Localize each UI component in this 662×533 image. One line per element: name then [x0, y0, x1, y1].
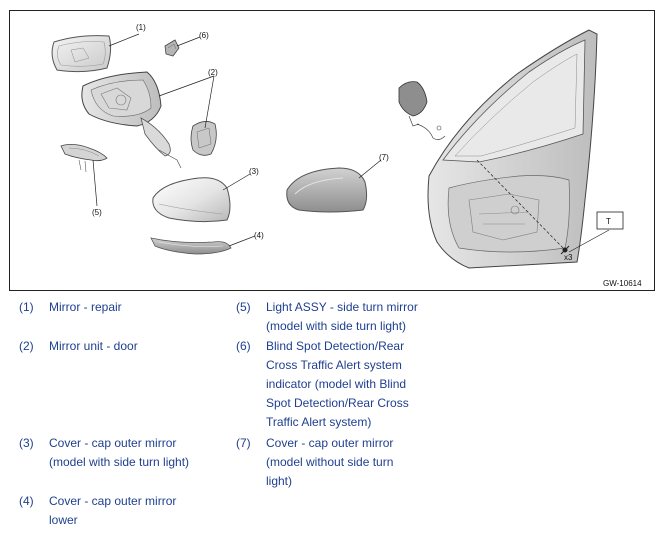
- legend-number: (2): [19, 339, 34, 353]
- cap-cover-with-light-part: [152, 177, 231, 223]
- fastener-label: T: [606, 217, 611, 226]
- callout-4: (4): [254, 231, 264, 240]
- mirror-unit-part: [81, 71, 217, 169]
- legend-number: (4): [19, 494, 34, 508]
- legend-line: Cover - cap outer mirror: [49, 436, 177, 450]
- legend-line: Light ASSY - side turn mirror: [266, 300, 418, 314]
- door-bolt: [560, 245, 570, 255]
- legend-line: Blind Spot Detection/Rear: [266, 339, 405, 353]
- legend-item-3: (3) Cover - cap outer mirror (model with…: [19, 434, 234, 472]
- legend-item-6: (6) Blind Spot Detection/Rear Cross Traf…: [236, 337, 456, 432]
- legend-line: light): [266, 474, 293, 488]
- legend-line: (model without side turn: [266, 455, 394, 469]
- legend-number: (1): [19, 300, 34, 314]
- legend-number: (7): [236, 436, 251, 450]
- front-door-panel: [427, 29, 598, 269]
- legend-item-5: (5) Light ASSY - side turn mirror (model…: [236, 298, 456, 336]
- bsd-indicator-part: [164, 39, 180, 57]
- exploded-parts-diagram: (1) (2) (3) (4) (5) (6) (7) T x3 GW-1061…: [9, 10, 655, 291]
- callout-1: (1): [136, 23, 146, 32]
- torque-reference-box: [596, 211, 624, 230]
- callout-6: (6): [199, 31, 209, 40]
- legend-line: lower: [49, 513, 78, 527]
- legend-item-7: (7) Cover - cap outer mirror (model with…: [236, 434, 456, 491]
- mirror-glass-part: [51, 35, 112, 73]
- fastener-quantity: x3: [564, 253, 573, 262]
- legend-number: (5): [236, 300, 251, 314]
- legend-line: Mirror unit - door: [49, 339, 138, 353]
- legend-line: indicator (model with Blind: [266, 377, 407, 391]
- legend-line: Cover - cap outer mirror: [49, 494, 177, 508]
- lower-cover-part: [150, 237, 232, 255]
- side-turn-light-part: [60, 144, 108, 173]
- callout-5: (5): [92, 208, 102, 217]
- legend-item-4: (4) Cover - cap outer mirror lower: [19, 492, 234, 530]
- legend-line: Traffic Alert system): [266, 415, 372, 429]
- legend-number: (6): [236, 339, 251, 353]
- legend-line: (model with side turn light): [266, 319, 407, 333]
- callout-3: (3): [249, 167, 259, 176]
- legend-line: Mirror - repair: [49, 300, 122, 314]
- callout-7: (7): [379, 153, 389, 162]
- callout-leaders: [92, 33, 610, 253]
- figure-code: GW-10614: [603, 279, 642, 288]
- legend-line: Cross Traffic Alert system: [266, 358, 402, 372]
- legend-line: Cover - cap outer mirror: [266, 436, 394, 450]
- legend-line: Spot Detection/Rear Cross: [266, 396, 409, 410]
- door-mounted-mirror: [398, 81, 446, 140]
- cap-cover-without-light-part: [286, 167, 368, 213]
- legend-number: (3): [19, 436, 34, 450]
- legend-line: (model with side turn light): [49, 455, 190, 469]
- callout-2: (2): [208, 68, 218, 77]
